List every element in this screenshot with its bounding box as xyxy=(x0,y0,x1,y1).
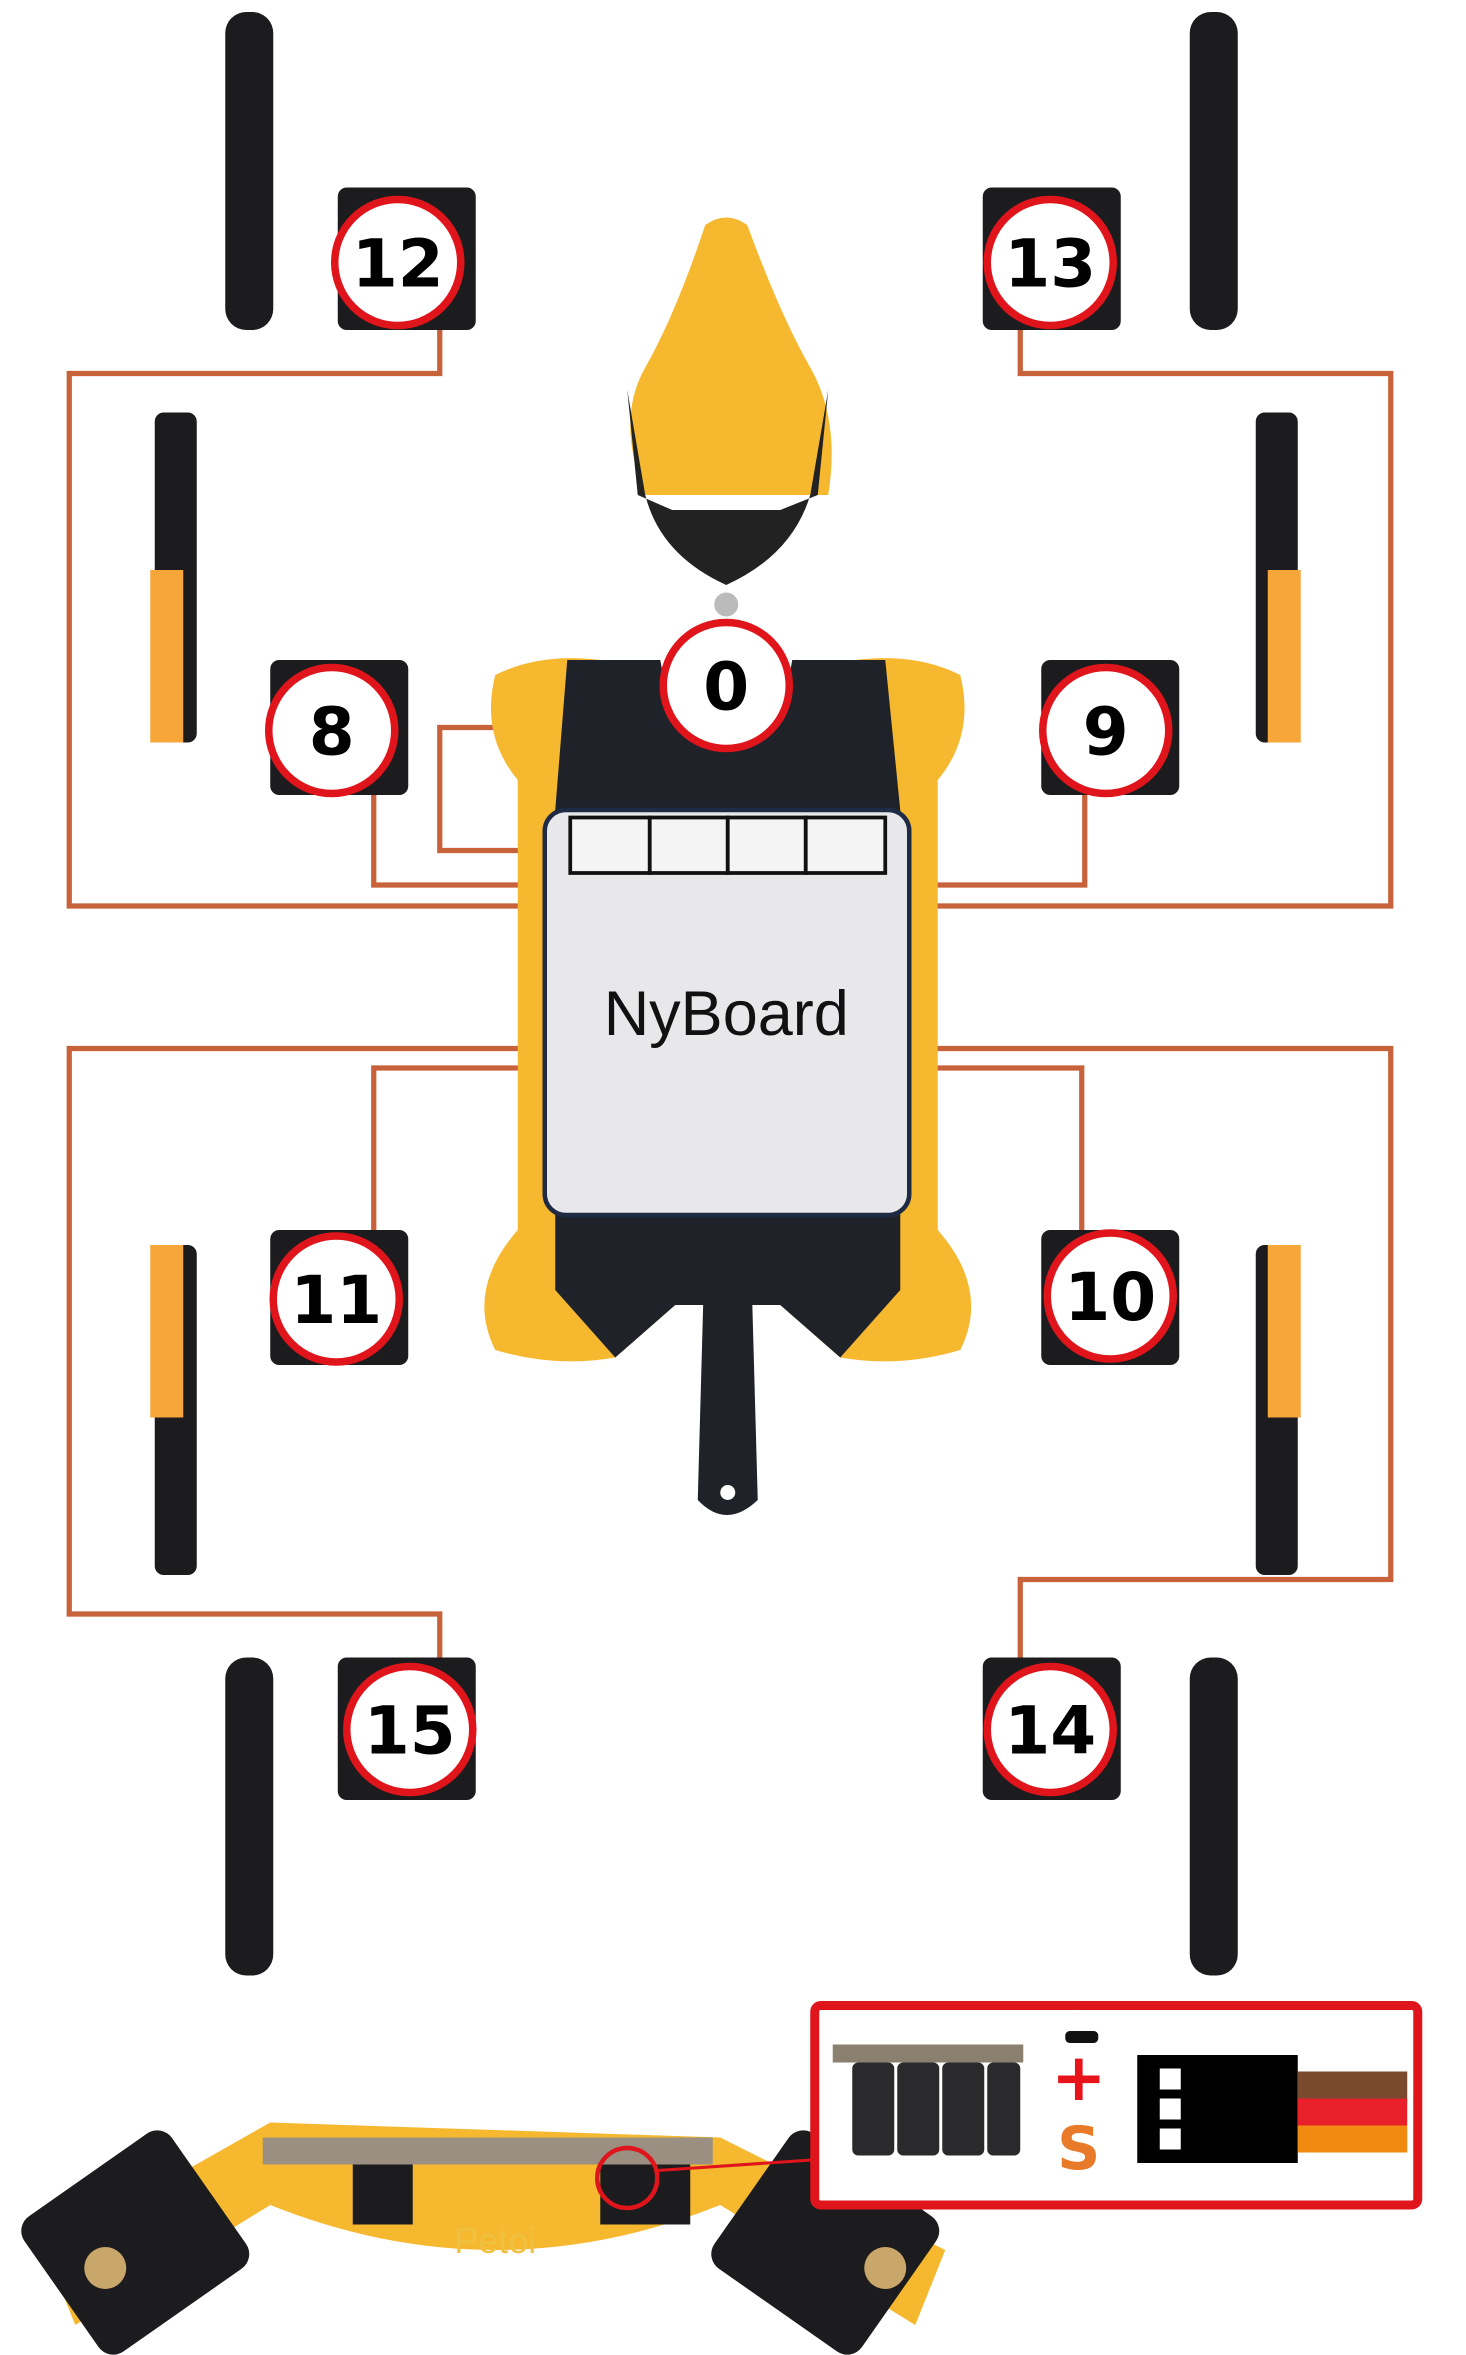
wire-8 xyxy=(371,792,541,888)
wire-9 xyxy=(910,792,1088,888)
servo-label-9: 9 xyxy=(1039,663,1173,798)
servo-number: 9 xyxy=(1083,694,1129,771)
servo-number: 15 xyxy=(364,1693,456,1770)
wire-brown xyxy=(1297,2071,1408,2099)
servo-wires xyxy=(66,330,1394,1665)
servo-number: 13 xyxy=(1004,226,1096,303)
label-ring xyxy=(983,1662,1117,1797)
label-ring xyxy=(343,1662,477,1797)
label-ring xyxy=(1043,1229,1177,1363)
servo-header-block xyxy=(568,815,888,875)
servo-label-12: 12 xyxy=(331,195,465,330)
petoi-logo: Petoi xyxy=(454,2220,536,2261)
label-ring xyxy=(265,663,399,798)
servo-label-10: 10 xyxy=(1043,1229,1177,1363)
wire-red xyxy=(1297,2098,1408,2126)
servo-number: 14 xyxy=(1004,1693,1096,1770)
pin-legend: + S - xyxy=(810,2001,1423,2210)
servo-labels: 0 8 9 10 11 12 13 14 15 xyxy=(265,195,1177,1797)
servo-number: 8 xyxy=(309,694,355,771)
servo-number: 10 xyxy=(1064,1259,1156,1336)
wire-15 xyxy=(66,1045,541,1665)
minus-pin-mark xyxy=(1065,2031,1099,2043)
label-ring xyxy=(269,1232,403,1366)
label-ring xyxy=(983,195,1117,330)
label-ring xyxy=(1039,663,1173,798)
plus-pin-label: + xyxy=(1051,2039,1106,2116)
label-ring xyxy=(659,618,793,753)
servo-number: 0 xyxy=(703,649,749,726)
minus-pin-label: - xyxy=(1079,2009,1080,2011)
servo-label-14: 14 xyxy=(983,1662,1117,1797)
servo-label-0: 0 xyxy=(659,618,793,753)
wire-12 xyxy=(66,330,541,909)
wire-13 xyxy=(910,330,1394,909)
nyboard-label: NyBoard xyxy=(604,979,849,1049)
label-ring xyxy=(331,195,465,330)
legs xyxy=(150,12,1301,1976)
connector-highlight-circle xyxy=(595,2145,660,2211)
servo-number: 11 xyxy=(290,1262,382,1339)
wire-orange xyxy=(1297,2125,1408,2153)
wire-10 xyxy=(910,1065,1085,1233)
servo-label-11: 11 xyxy=(269,1232,403,1366)
servo-label-8: 8 xyxy=(265,663,399,798)
servo-label-13: 13 xyxy=(983,195,1117,330)
head-part xyxy=(627,217,832,617)
wire-14 xyxy=(910,1045,1394,1665)
servo-label-15: 15 xyxy=(343,1662,477,1797)
servo-number: 12 xyxy=(352,226,444,303)
side-view-photo: Petoi xyxy=(21,2122,946,2355)
nyboard: NyBoard xyxy=(542,807,912,1218)
wire-11 xyxy=(371,1065,541,1233)
signal-pin-label: S xyxy=(1057,2114,1100,2184)
